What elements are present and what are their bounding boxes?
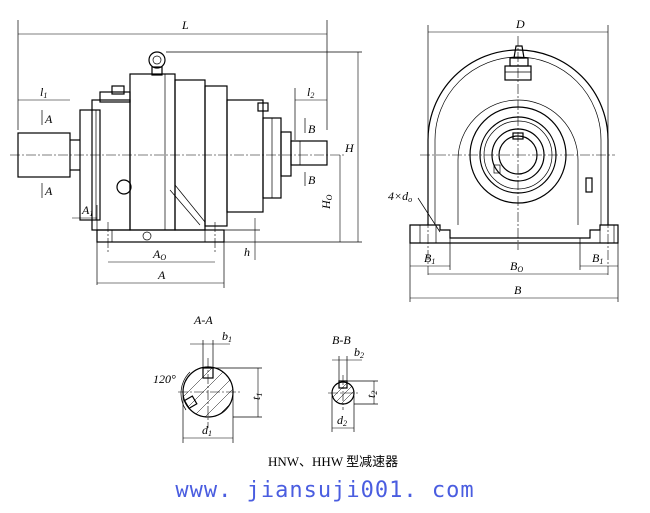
dim-l2: l2 xyxy=(307,85,314,100)
dim-A: A xyxy=(157,268,166,282)
section-A-A: A-A b1 120° t1 d1 xyxy=(153,313,264,443)
section-BB-title: B-B xyxy=(332,333,351,347)
dim-l1: l1 xyxy=(40,85,47,100)
label-d0: 4×do xyxy=(388,189,412,204)
dim-t2: t2 xyxy=(364,391,379,398)
section-mark-A-bottom: A xyxy=(44,184,53,198)
dim-AO: AO xyxy=(152,247,166,262)
dim-d2: d2 xyxy=(337,413,347,428)
figure-caption: HNW、HHW 型减速器 xyxy=(268,454,398,469)
section-mark-B-top: B xyxy=(308,122,316,136)
dim-b2: b2 xyxy=(354,345,364,360)
watermark-url: www. jiansuji001. com xyxy=(175,478,475,503)
dim-H: H xyxy=(344,141,355,155)
front-view: L l1 l2 A A xyxy=(10,18,362,288)
dim-D: D xyxy=(515,17,525,31)
dim-B1-right: B1 xyxy=(592,251,603,266)
section-B-hatch xyxy=(332,382,354,404)
dim-BO: BO xyxy=(510,259,523,274)
dim-h: h xyxy=(244,245,250,259)
dim-d1: d1 xyxy=(202,423,212,438)
section-AA-title: A-A xyxy=(193,313,213,327)
dim-B: B xyxy=(514,283,522,297)
section-mark-B-bottom: B xyxy=(308,173,316,187)
dim-L: L xyxy=(181,18,189,32)
dim-HO: HO xyxy=(319,194,334,210)
dim-B1-left: B1 xyxy=(424,251,435,266)
section-B-B: B-B b2 t2 d2 xyxy=(328,333,379,432)
section-mark-A-top: A xyxy=(44,112,53,126)
label-angle-120: 120° xyxy=(153,372,176,386)
dim-b1: b1 xyxy=(222,329,232,344)
dim-A1: A1 xyxy=(81,203,93,218)
dim-t1: t1 xyxy=(249,393,264,400)
side-view: D 4×do xyxy=(388,17,619,302)
